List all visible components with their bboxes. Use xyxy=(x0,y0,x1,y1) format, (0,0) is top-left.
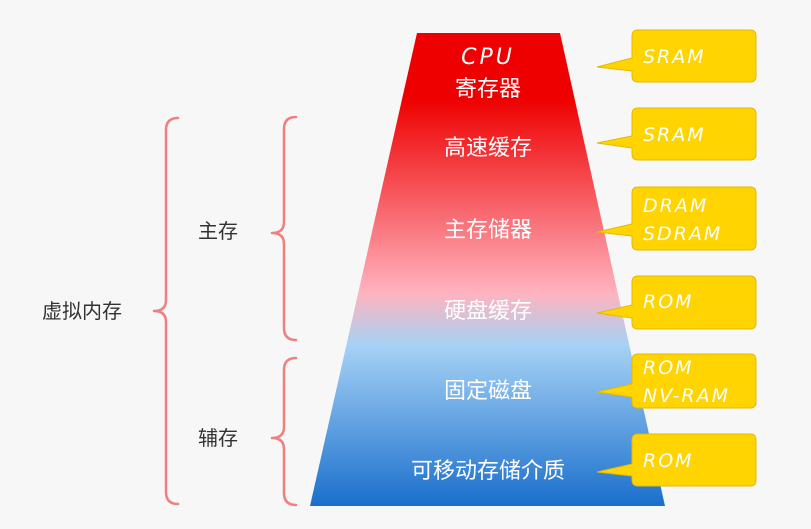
callout-shape xyxy=(596,353,757,409)
pyramid-level-fixed-disk: 固定磁盘 xyxy=(444,379,532,404)
tag-text: ROM xyxy=(643,291,694,313)
tag-text: SRAM xyxy=(643,124,706,146)
pyramid-level-removable-media: 可移动存储介质 xyxy=(411,459,565,484)
level-label-line: 寄存器 xyxy=(455,77,521,102)
tag-text-line: DRAM xyxy=(643,195,708,217)
tag-main-memory: DRAM SDRAM xyxy=(596,186,757,251)
main-memory-brace xyxy=(270,115,298,342)
main-memory-label: 主存 xyxy=(198,219,238,243)
tag-cache: SRAM xyxy=(596,107,757,161)
tag-text-line: NV-RAM xyxy=(643,385,730,407)
aux-memory-label: 辅存 xyxy=(198,426,238,450)
tag-fixed-disk: ROM NV-RAM xyxy=(596,353,757,409)
callout-shape xyxy=(596,186,757,251)
tag-text-line: ROM xyxy=(643,357,694,379)
pyramid-level-registers: CPU 寄存器 xyxy=(455,45,521,102)
tag-removable-media: ROM xyxy=(596,433,757,487)
level-label-line: CPU xyxy=(461,45,515,70)
pyramid-level-disk-cache: 硬盘缓存 xyxy=(444,299,532,324)
tag-disk-cache: ROM xyxy=(596,275,757,330)
tag-text: ROM xyxy=(643,450,694,472)
pyramid-shape xyxy=(310,33,665,506)
tag-registers: SRAM xyxy=(596,29,757,83)
tag-text-line: SDRAM xyxy=(643,223,722,245)
callout-shape xyxy=(596,275,757,330)
tag-text: SRAM xyxy=(643,46,706,68)
pyramid-level-cache: 高速缓存 xyxy=(444,136,532,161)
pyramid-level-main-memory: 主存储器 xyxy=(444,218,532,243)
callout-shape xyxy=(596,29,757,83)
callout-shape xyxy=(596,107,757,161)
outer-brace xyxy=(152,116,180,506)
aux-memory-brace xyxy=(270,356,298,507)
callout-shape xyxy=(596,433,757,487)
virtual-memory-label: 虚拟内存 xyxy=(42,299,122,323)
